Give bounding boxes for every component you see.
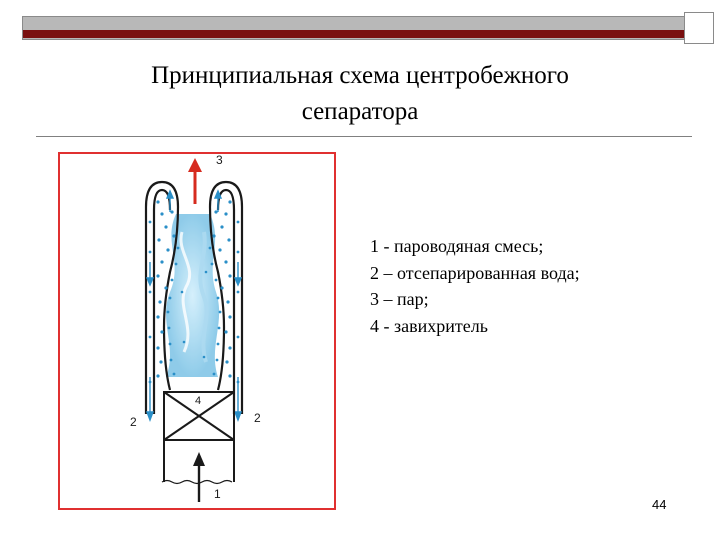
legend-item-mixture: 1 - пароводяная смесь; <box>370 236 544 256</box>
label-steam: 3 <box>216 153 223 167</box>
swirler <box>163 391 235 441</box>
page-number: 44 <box>652 497 667 512</box>
top-decor-box <box>684 12 714 44</box>
legend-item-water: 2 – отсепарированная вода; <box>370 262 580 283</box>
mixture-inlet-arrow <box>193 452 205 502</box>
legend: 1 - пароводяная смесь; 2 – отсепарирован… <box>370 233 580 339</box>
title-divider <box>36 136 692 137</box>
slide-title-line-2: сепаратора <box>301 98 419 125</box>
label-water-left: 2 <box>130 415 137 429</box>
water-flow-arrows <box>145 189 243 422</box>
separator-diagram: 4 1 3 2 2 <box>58 152 336 510</box>
legend-item-steam: 3 – пар; <box>370 289 429 309</box>
label-water-right: 2 <box>254 411 261 425</box>
top-decor-bar <box>22 16 694 40</box>
slide-title: Принципиальная схема центробежного сепар… <box>60 58 660 130</box>
water-droplets <box>148 200 240 384</box>
inlet-pipe <box>161 440 235 485</box>
top-decor-red-stripe <box>23 30 693 38</box>
slide-title-line-1: Принципиальная схема центробежного <box>151 62 569 89</box>
label-mixture: 1 <box>214 487 221 501</box>
legend-item-swirler: 4 - завихритель <box>370 315 488 336</box>
separator-body <box>144 180 244 414</box>
steam-cloud <box>166 214 220 377</box>
steam-outlet-arrow <box>188 158 202 204</box>
label-swirler: 4 <box>195 395 201 407</box>
